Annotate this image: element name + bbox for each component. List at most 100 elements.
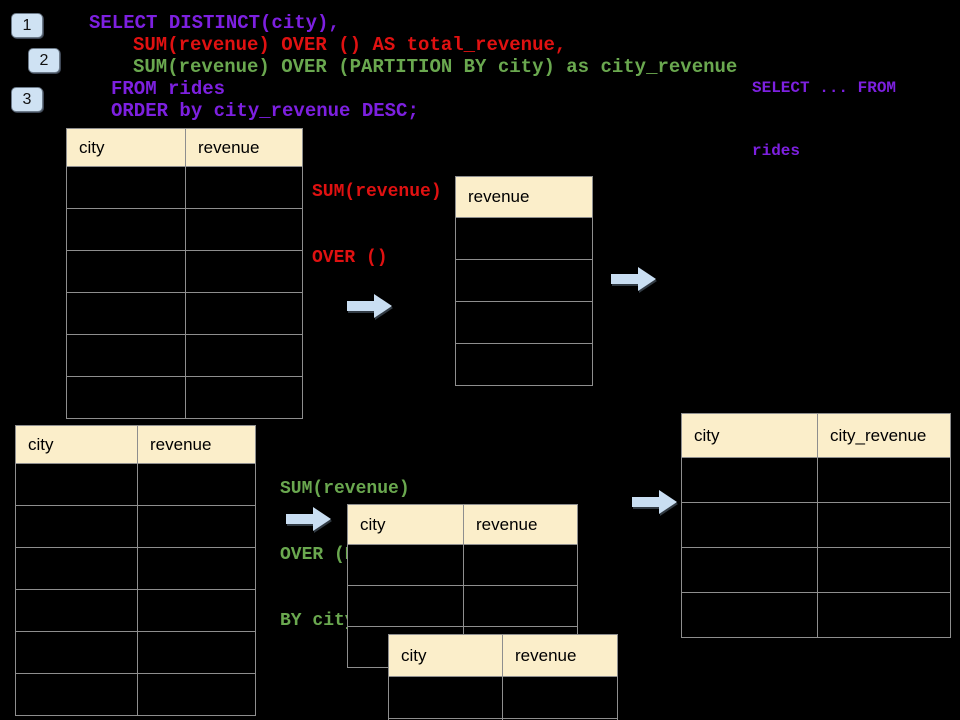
table-cell-empty <box>817 547 951 593</box>
side-note-line: rides <box>752 142 801 160</box>
table-row <box>66 292 303 335</box>
table-cell-empty <box>185 376 303 419</box>
table-partition-back: city revenue <box>347 504 578 668</box>
table-row <box>681 547 951 593</box>
table-cell-empty <box>137 505 256 548</box>
column-header-revenue: revenue <box>137 425 256 464</box>
table-header-row: city city_revenue <box>681 413 951 458</box>
table-cell-empty <box>185 292 303 335</box>
annotation-line: SUM(revenue) <box>280 479 410 499</box>
table-cell-empty <box>681 457 818 503</box>
table-cell-empty <box>137 589 256 632</box>
sql-side-note: SELECT ... FROM rides <box>752 36 896 204</box>
arrow-right-icon <box>611 267 656 291</box>
table-cell-empty <box>681 547 818 593</box>
table-cell-empty <box>455 343 593 386</box>
table-cell-empty <box>15 631 138 674</box>
table-row <box>15 547 256 590</box>
table-header-row: city revenue <box>66 128 303 167</box>
table-row <box>455 343 593 386</box>
column-header-city: city <box>681 413 818 458</box>
table-cell-empty <box>15 547 138 590</box>
column-header-city: city <box>347 504 464 545</box>
table-cell-empty <box>347 544 464 586</box>
column-header-city: city <box>66 128 186 167</box>
side-note-line: SELECT ... FROM <box>752 79 897 97</box>
table-cell-empty <box>66 376 186 419</box>
table-row <box>347 585 578 627</box>
table-cell-empty <box>817 592 951 638</box>
table-cell-empty <box>463 585 578 627</box>
sql-line-select: SELECT DISTINCT(city), <box>89 12 340 34</box>
sql-line-city-revenue: SUM(revenue) OVER (PARTITION BY city) as… <box>133 56 738 78</box>
annotation-line: OVER () <box>312 248 388 268</box>
table-row <box>66 250 303 293</box>
table-row <box>15 589 256 632</box>
table-header-row: city revenue <box>15 425 256 464</box>
table-cell-empty <box>817 457 951 503</box>
table-cell-empty <box>681 592 818 638</box>
column-header-revenue: revenue <box>185 128 303 167</box>
table-row <box>455 301 593 344</box>
table-row <box>66 376 303 419</box>
table-row <box>388 718 618 720</box>
table-cell-empty <box>137 547 256 590</box>
table-cell-empty <box>185 334 303 377</box>
table-cell-empty <box>185 250 303 293</box>
table-cell-empty <box>502 718 618 720</box>
column-header-revenue: revenue <box>463 504 578 545</box>
sql-line-total-revenue: SUM(revenue) OVER () AS total_revenue, <box>133 34 567 56</box>
arrow-right-icon <box>286 507 331 531</box>
table-cell-empty <box>15 463 138 506</box>
table-partition-front: city revenue <box>388 634 618 720</box>
step-badge-1: 1 <box>11 13 43 38</box>
table-cell-empty <box>347 585 464 627</box>
column-header-revenue: revenue <box>455 176 593 218</box>
table-row <box>15 631 256 674</box>
table-cell-empty <box>66 334 186 377</box>
table-rides-source-bottom: city revenue <box>15 425 256 716</box>
sql-line-from: FROM rides <box>111 78 226 100</box>
table-cell-empty <box>455 259 593 302</box>
table-row <box>66 166 303 209</box>
column-header-city: city <box>15 425 138 464</box>
table-cell-empty <box>185 166 303 209</box>
table-row <box>681 502 951 548</box>
table-cell-empty <box>137 463 256 506</box>
table-cell-empty <box>463 544 578 586</box>
table-row <box>388 676 618 719</box>
table-row <box>681 592 951 638</box>
table-cell-empty <box>455 301 593 344</box>
column-header-city: city <box>388 634 503 677</box>
table-cell-empty <box>15 505 138 548</box>
table-cell-empty <box>137 673 256 716</box>
step-badge-3: 3 <box>11 87 43 112</box>
annotation-line: SUM(revenue) <box>312 182 442 202</box>
sql-line-order-by: ORDER by city_revenue DESC; <box>111 100 419 122</box>
table-row <box>66 334 303 377</box>
total-revenue-annotation: SUM(revenue) OVER () <box>312 137 442 313</box>
table-row <box>347 544 578 586</box>
table-cell-empty <box>15 589 138 632</box>
table-cell-empty <box>66 292 186 335</box>
column-header-city-revenue: city_revenue <box>817 413 951 458</box>
arrow-right-icon <box>347 294 392 318</box>
table-header-row: city revenue <box>347 504 578 545</box>
table-cell-empty <box>502 676 618 719</box>
table-row <box>15 463 256 506</box>
table-row <box>681 457 951 503</box>
table-cell-empty <box>137 631 256 674</box>
arrow-right-icon <box>632 490 677 514</box>
table-header-row: revenue <box>455 176 593 218</box>
table-row <box>15 505 256 548</box>
step-badge-2: 2 <box>28 48 60 73</box>
table-cell-empty <box>455 217 593 260</box>
table-total-revenue-result: revenue <box>455 176 593 386</box>
table-cell-empty <box>66 250 186 293</box>
table-cell-empty <box>388 676 503 719</box>
table-city-revenue-result: city city_revenue <box>681 413 951 638</box>
table-cell-empty <box>66 166 186 209</box>
table-header-row: city revenue <box>388 634 618 677</box>
table-cell-empty <box>817 502 951 548</box>
